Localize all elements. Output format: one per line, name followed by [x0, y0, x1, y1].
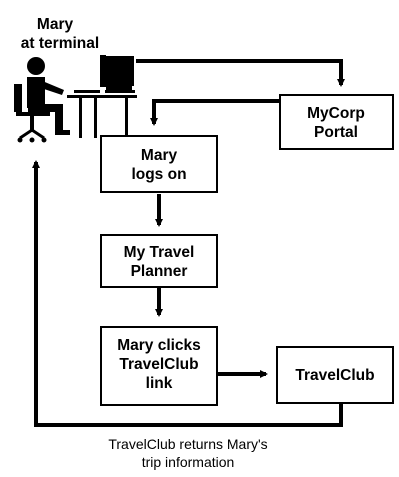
node-mary-logs-on: Mary logs on: [100, 135, 218, 193]
caption-line-1: TravelClub returns Mary's: [108, 436, 267, 452]
node-my-travel-planner-line-1: My Travel: [124, 244, 195, 261]
node-mary-logs-on-line-1: Mary: [141, 147, 178, 164]
node-my-travel-planner-line-2: Planner: [131, 263, 188, 280]
person-at-terminal-icon: [14, 55, 137, 143]
node-mary-clicks-line-2: TravelClub: [119, 356, 198, 373]
node-mary-clicks-line-1: Mary clicks: [117, 337, 201, 354]
person-label-line-1: Mary: [37, 16, 74, 33]
caption-line-2: trip information: [142, 454, 235, 470]
node-mary-logs-on-line-2: logs on: [131, 166, 186, 183]
node-travelclub-label: TravelClub: [295, 367, 374, 384]
arrow-travelclub-return: [32, 160, 343, 427]
arrow-terminal-to-portal: [136, 59, 345, 87]
node-mary-clicks: Mary clicks TravelClub link: [100, 326, 218, 406]
arrow-portal-to-logon: [150, 99, 280, 126]
node-mary-clicks-line-3: link: [146, 375, 173, 392]
node-mycorp-portal-line-2: Portal: [314, 124, 358, 141]
person-label: Mary at terminal: [21, 16, 99, 52]
connectors: [32, 59, 345, 427]
node-mycorp-portal-line-1: MyCorp: [307, 105, 365, 122]
person-label-line-2: at terminal: [21, 35, 99, 52]
node-my-travel-planner: My Travel Planner: [100, 234, 218, 288]
node-travelclub: TravelClub: [276, 346, 394, 404]
caption: TravelClub returns Mary's trip informati…: [108, 436, 267, 470]
node-mycorp-portal: MyCorp Portal: [279, 94, 394, 150]
